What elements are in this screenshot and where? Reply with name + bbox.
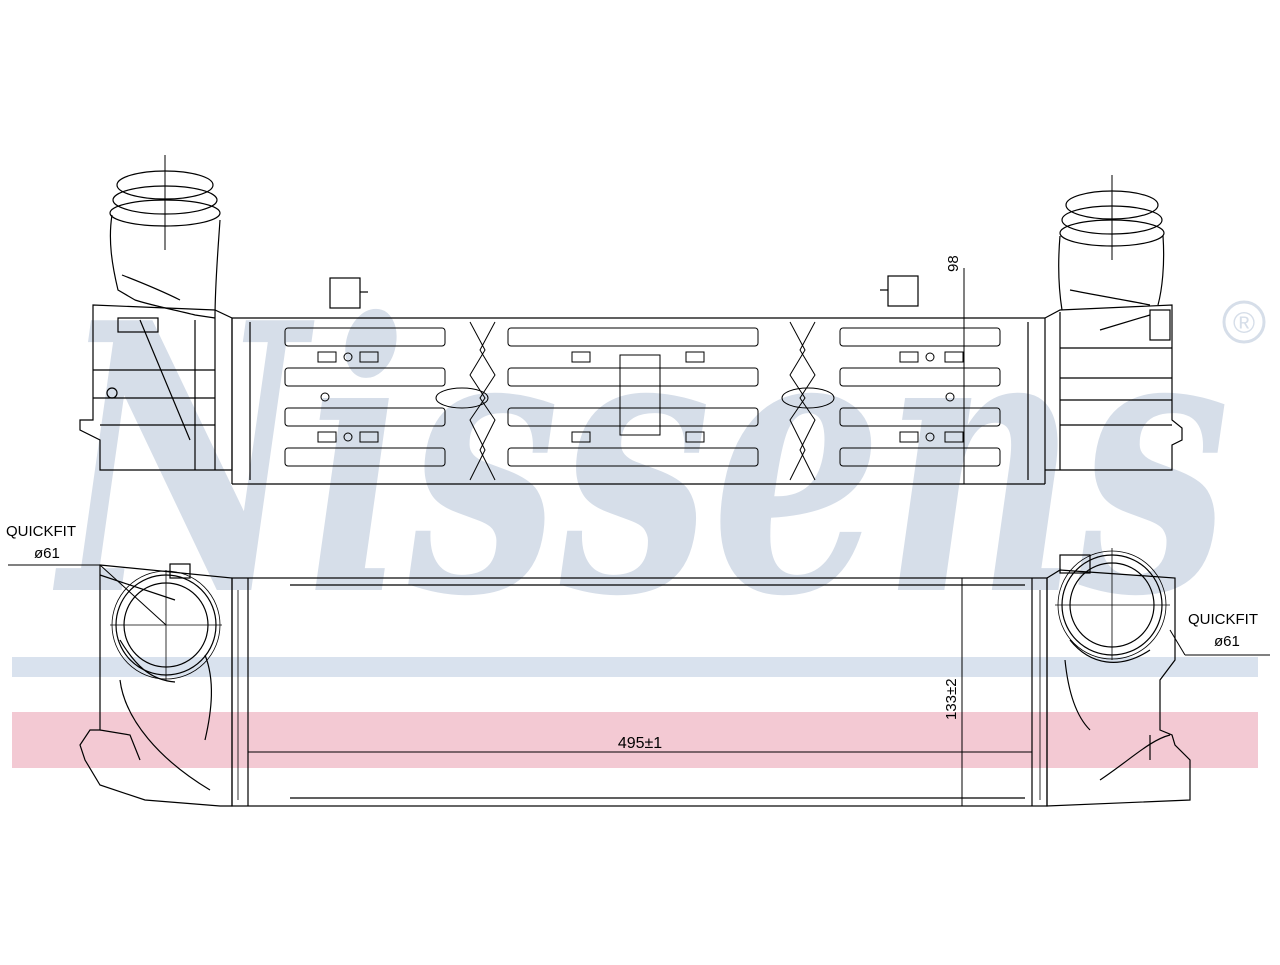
- height-dimension-label: 133±2: [943, 678, 960, 720]
- right-quickfit-label: QUICKFIT: [1188, 611, 1258, 628]
- depth-dimension-label: 98: [945, 255, 962, 272]
- front-left-port: [110, 570, 222, 741]
- left-quickfit-diameter: ø61: [34, 545, 60, 562]
- top-core-slots: [284, 321, 1001, 481]
- watermark: Nissens ®: [12, 244, 1266, 768]
- watermark-blue-stripe: [12, 657, 1258, 677]
- watermark-red-stripe: [12, 712, 1258, 768]
- quickfit-leaders: [8, 564, 1270, 656]
- registered-mark-circle: [1222, 300, 1266, 344]
- top-core-frame: [231, 275, 1046, 485]
- top-left-tank: [79, 304, 233, 471]
- front-right-tank: [1046, 554, 1191, 807]
- top-view: [79, 155, 1183, 485]
- left-quickfit-label: QUICKFIT: [6, 523, 76, 540]
- top-right-pipe: [1058, 175, 1165, 311]
- right-quickfit-diameter: ø61: [1214, 633, 1240, 650]
- front-left-tank: [79, 563, 233, 807]
- registered-mark: ®: [1233, 307, 1255, 340]
- top-right-tank: [1044, 304, 1183, 471]
- top-left-pipe: [109, 155, 221, 319]
- length-dimension-label: 495±1: [618, 735, 662, 752]
- front-right-port: [1055, 548, 1170, 731]
- front-view: [8, 548, 1270, 807]
- watermark-brand-text: Nissens: [52, 244, 1230, 678]
- depth-dimension: [955, 268, 975, 485]
